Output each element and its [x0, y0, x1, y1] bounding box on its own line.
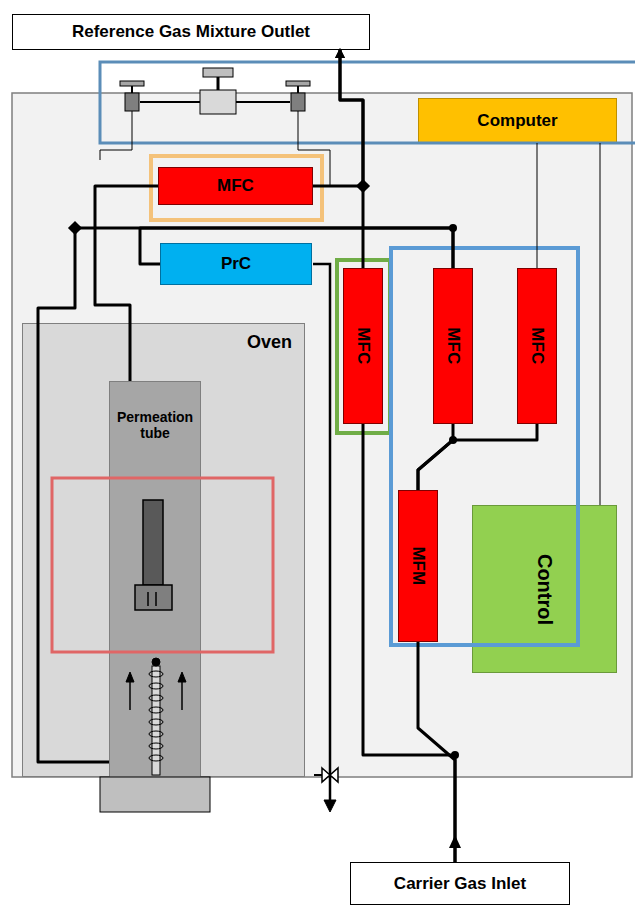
mfc-frame	[151, 156, 322, 220]
signal-wire	[600, 143, 601, 505]
inlet-box-label: Carrier Gas Inlet	[394, 874, 526, 894]
drain	[313, 264, 338, 812]
gas-line	[340, 50, 363, 268]
inlet-box: Carrier Gas Inlet	[350, 862, 570, 905]
gas-line	[363, 424, 455, 862]
junction-diamond	[68, 221, 82, 235]
valve-stem	[131, 85, 133, 93]
valve-stem	[217, 76, 220, 90]
oven-box: OvenPermeation tube	[22, 323, 305, 777]
mfc-box: MFC	[158, 167, 313, 205]
mfc-box: MFC	[517, 268, 557, 424]
valve-symbol	[291, 93, 305, 111]
pressure-controller-label: PrC	[221, 254, 251, 274]
outlet-box: Reference Gas Mixture Outlet	[12, 14, 370, 50]
junction-dot	[449, 436, 457, 444]
permeation-tube: Permeation tube	[109, 381, 201, 778]
computer-box: Computer	[418, 98, 617, 143]
valve-frame	[100, 62, 635, 143]
mfc-box: MFC	[343, 268, 383, 424]
gas-line	[418, 424, 453, 490]
valve-handle	[120, 81, 144, 86]
instrument-housing	[12, 93, 632, 777]
valve-body	[200, 90, 236, 114]
outlet-box-label: Reference Gas Mixture Outlet	[72, 22, 310, 42]
mfc-box-label: MFC	[443, 328, 463, 365]
valve-handle	[203, 68, 233, 77]
junction-dot	[449, 224, 457, 232]
oven-base	[100, 777, 210, 812]
valve-symbol	[125, 93, 139, 111]
signal-wire	[537, 143, 538, 268]
mfc-box-label: MFC	[353, 328, 373, 365]
junction-dot	[451, 751, 459, 759]
drain-pipe	[313, 264, 330, 805]
mfc-box: MFC	[433, 268, 473, 424]
drain-arrow	[324, 800, 336, 812]
valve-pipe	[140, 101, 290, 103]
control-unit: Control	[472, 505, 617, 673]
valves	[120, 68, 310, 114]
pressure-controller: PrC	[160, 243, 312, 285]
control-unit-label: Control	[533, 553, 556, 624]
gas-line	[313, 50, 363, 186]
drain-handle	[314, 774, 322, 776]
flow-meter: MFM	[398, 490, 438, 642]
valve-stem	[297, 85, 299, 93]
valve-handle	[286, 81, 310, 86]
mfc-frame	[337, 260, 390, 433]
mfc-box-label: MFC	[527, 328, 547, 365]
junction-diamond	[356, 179, 370, 193]
gas-line	[418, 642, 455, 862]
signal-wire	[100, 111, 132, 160]
gas-line	[418, 424, 537, 490]
permeation-tube-label: Permeation tube	[110, 409, 200, 441]
flow-meter-label: MFM	[408, 547, 428, 586]
mfc-box-label: MFC	[217, 176, 254, 196]
oven-box-label: Oven	[23, 324, 304, 353]
drain-valve	[322, 768, 338, 782]
computer-box-label: Computer	[477, 111, 557, 131]
inlet-arrow	[449, 835, 461, 848]
